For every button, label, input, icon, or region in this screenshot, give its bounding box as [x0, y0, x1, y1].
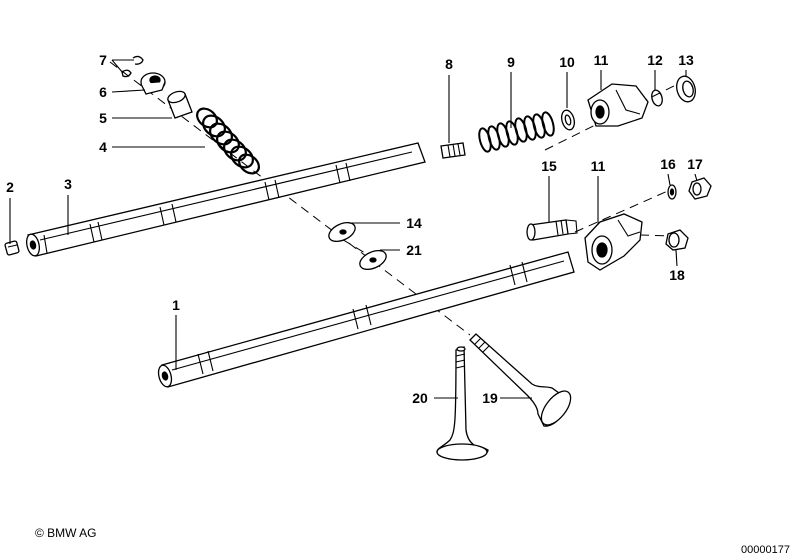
callout-2: 2 — [6, 179, 14, 195]
callout-17: 17 — [687, 156, 703, 172]
diagram-id: 00000177 — [741, 544, 790, 556]
callout-numbers: 1 2 3 4 5 6 7 8 9 10 11 12 13 14 15 11 1… — [6, 52, 703, 406]
pin-part-8 — [440, 142, 466, 159]
washer-part-10 — [561, 109, 575, 131]
callout-6: 6 — [99, 84, 107, 100]
bushing-part-5 — [167, 90, 193, 119]
callout-14: 14 — [406, 215, 422, 231]
callout-12: 12 — [647, 52, 663, 68]
callout-15: 15 — [541, 158, 557, 174]
rocker-arm-part-11-top — [587, 83, 649, 127]
washer-part-16 — [667, 184, 677, 200]
callout-5: 5 — [99, 110, 107, 126]
copyright-text: © BMW AG — [35, 526, 97, 540]
valve-part-20 — [436, 346, 489, 461]
callout-1: 1 — [172, 297, 180, 313]
spring-part-9 — [478, 111, 555, 153]
washer-part-14 — [328, 221, 356, 243]
plug-part-2 — [4, 240, 20, 256]
nut-part-17 — [688, 177, 712, 200]
rocker-arm-part-11-bottom — [584, 213, 643, 271]
rocker-shaft-lower — [157, 251, 575, 388]
valve-part-19 — [469, 333, 572, 427]
callout-11-bottom: 11 — [591, 158, 606, 174]
cap-nut-part-18 — [665, 229, 689, 251]
circlip-part-12 — [651, 89, 663, 107]
callout-4: 4 — [99, 139, 107, 155]
callout-3: 3 — [64, 176, 72, 192]
callout-9: 9 — [507, 54, 515, 70]
callout-7: 7 — [99, 52, 107, 68]
coil-spring-part-4 — [196, 107, 260, 175]
bolt-part-15 — [526, 219, 578, 241]
leader-lines — [9, 59, 698, 399]
callout-20: 20 — [412, 390, 428, 406]
callout-21: 21 — [406, 242, 422, 258]
circlip-part-7 — [121, 55, 144, 78]
callout-16: 16 — [660, 156, 676, 172]
callout-8: 8 — [445, 56, 453, 72]
rocker-shaft-upper — [26, 142, 426, 257]
washer-part-21 — [359, 249, 387, 271]
callout-19: 19 — [482, 390, 498, 406]
callout-11-top: 11 — [594, 52, 609, 68]
spring-seat-part-6 — [140, 72, 166, 95]
seal-ring-part-13 — [676, 75, 696, 103]
callout-10: 10 — [559, 54, 575, 70]
callout-18: 18 — [669, 267, 685, 283]
callout-13: 13 — [678, 52, 694, 68]
